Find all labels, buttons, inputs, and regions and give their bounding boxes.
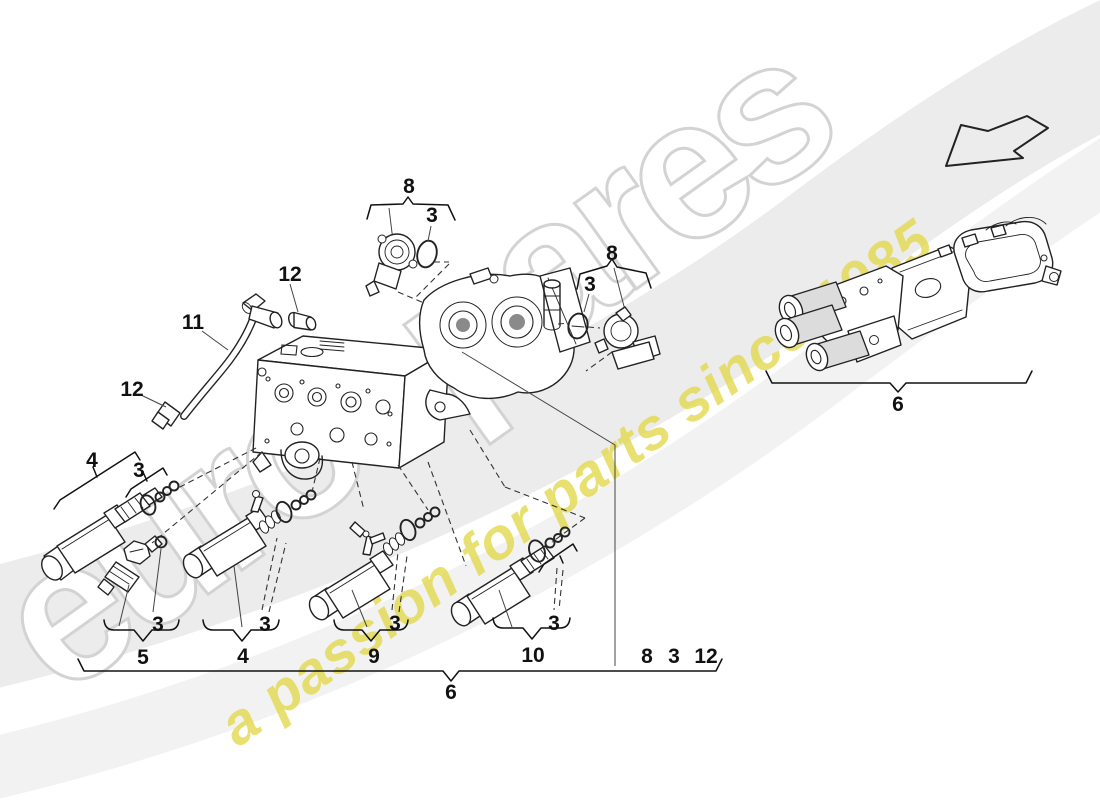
exploded-valve-a xyxy=(41,451,180,581)
bracket-3-slanted xyxy=(125,467,168,498)
callout-assembly-bottom: 6 xyxy=(445,681,457,704)
callout-group4-orings: 3 xyxy=(259,613,271,636)
bottom-bracket xyxy=(77,658,723,682)
banjo-bolt xyxy=(242,293,266,312)
callout-group10-orings: 3 xyxy=(548,612,560,635)
oring-top xyxy=(416,239,438,269)
hose-end-fitting xyxy=(155,401,181,427)
direction-arrow-icon xyxy=(945,115,1049,167)
bracket-9 xyxy=(333,619,409,642)
sensor-right-group xyxy=(557,258,661,372)
callout-solenoid-a-orings: 3 xyxy=(133,459,145,482)
control-cover xyxy=(953,217,1062,293)
leader-11 xyxy=(201,330,229,351)
callout-group10: 10 xyxy=(521,644,544,667)
bracket-5 xyxy=(103,619,180,642)
callout-sensor-right-oring: 3 xyxy=(584,273,596,296)
sensor-top-group xyxy=(365,196,456,304)
callout-row-item-12: 12 xyxy=(694,645,717,668)
callout-fitting-lower: 12 xyxy=(120,378,143,401)
leader-12-lower xyxy=(140,394,167,408)
bracket-8-top xyxy=(366,196,456,221)
solenoid-cans xyxy=(774,281,870,372)
exploded-valve-4 xyxy=(182,489,317,642)
callout-sensor-top-group: 8 xyxy=(403,175,415,198)
callout-row-item-3: 3 xyxy=(668,645,680,668)
callout-group4: 4 xyxy=(237,645,249,668)
callout-group5-oring: 3 xyxy=(152,613,164,636)
callout-labels: 8 3 12 8 3 11 12 4 3 6 3 3 3 3 5 4 9 10 … xyxy=(86,175,904,704)
fitting-12-upper-part xyxy=(288,311,317,331)
bracket-3-slanted-10 xyxy=(538,543,578,573)
construction-lines xyxy=(151,351,616,666)
banjo-pipe-group xyxy=(140,283,317,430)
bracket-6-bottom xyxy=(77,658,723,682)
pressure-sensor-5 xyxy=(97,535,180,642)
callout-solenoid-a: 4 xyxy=(86,449,98,472)
callout-row-item-8: 8 xyxy=(641,645,653,668)
exploded-valve-10 xyxy=(450,526,578,640)
direction-arrow xyxy=(945,115,1049,167)
callout-group5: 5 xyxy=(137,646,149,669)
valve-unit-assembly xyxy=(765,217,1062,393)
exploded-valve-9 xyxy=(308,506,441,642)
bracket-10 xyxy=(492,617,571,640)
actuator-housing xyxy=(418,267,591,421)
bracket-4-bottom xyxy=(202,619,280,642)
bracket-4-slanted xyxy=(53,451,141,510)
callout-valve-unit-right: 6 xyxy=(892,393,904,416)
leader-to-row-items xyxy=(461,351,616,666)
callout-group9: 9 xyxy=(368,645,380,668)
valve-block xyxy=(252,335,450,480)
oring-5 xyxy=(154,535,168,549)
callout-banjo-pipe: 11 xyxy=(182,311,205,334)
callout-sensor-right-group: 8 xyxy=(606,242,618,265)
bracket-8-right xyxy=(576,258,652,290)
leader-12-upper xyxy=(289,283,299,313)
callout-fitting-upper: 12 xyxy=(278,263,301,286)
oring-right xyxy=(567,312,589,340)
housing-boss-cylinder xyxy=(543,279,561,331)
watermark-swoosh-band-2 xyxy=(0,138,1100,799)
bracket-6-right xyxy=(765,370,1033,393)
callout-group9-orings: 3 xyxy=(389,612,401,635)
callout-sensor-top-oring: 3 xyxy=(426,204,438,227)
